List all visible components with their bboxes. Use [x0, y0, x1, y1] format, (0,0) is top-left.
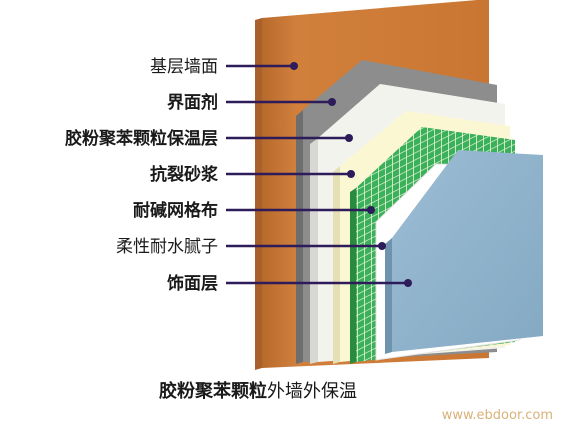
finish-face [392, 150, 543, 352]
leader-dot-mesh [367, 206, 375, 214]
label-putty: 柔性耐水腻子 [116, 237, 218, 257]
leader-lines [226, 62, 412, 287]
layer-labels: 基层墙面 界面剂 胶粉聚苯颗粒保温层 抗裂砂浆 耐碱网格布 柔性耐水腻子 饰面层 [65, 57, 219, 294]
caption-bold-part: 胶粉聚苯颗粒 [159, 380, 267, 402]
diagram-caption: 胶粉聚苯颗粒外墙外保温 [159, 380, 357, 402]
leader-dot-finish [404, 279, 412, 287]
label-primer: 界面剂 [167, 92, 218, 113]
insulation-edge [310, 138, 318, 364]
leader-dot-putty [378, 242, 386, 250]
finish-edge [385, 238, 392, 354]
mesh-edge [350, 188, 356, 364]
label-base-wall: 基层墙面 [150, 57, 218, 77]
label-finish: 饰面层 [167, 273, 218, 294]
label-mesh: 耐碱网格布 [133, 200, 218, 221]
finish-layer [385, 150, 543, 354]
leader-dot-primer [328, 98, 336, 106]
leader-dot-base-wall [290, 62, 298, 70]
caption-rest: 外墙外保温 [267, 381, 357, 402]
primer-edge [296, 110, 303, 364]
label-mortar: 抗裂砂浆 [150, 164, 219, 185]
label-insulation: 胶粉聚苯颗粒保温层 [65, 128, 218, 149]
leader-dot-insulation [345, 134, 353, 142]
base-wall-edge [255, 18, 262, 370]
watermark: www.ebdoor.com [442, 408, 553, 423]
mortar-edge [333, 166, 340, 364]
leader-dot-mortar [347, 170, 355, 178]
